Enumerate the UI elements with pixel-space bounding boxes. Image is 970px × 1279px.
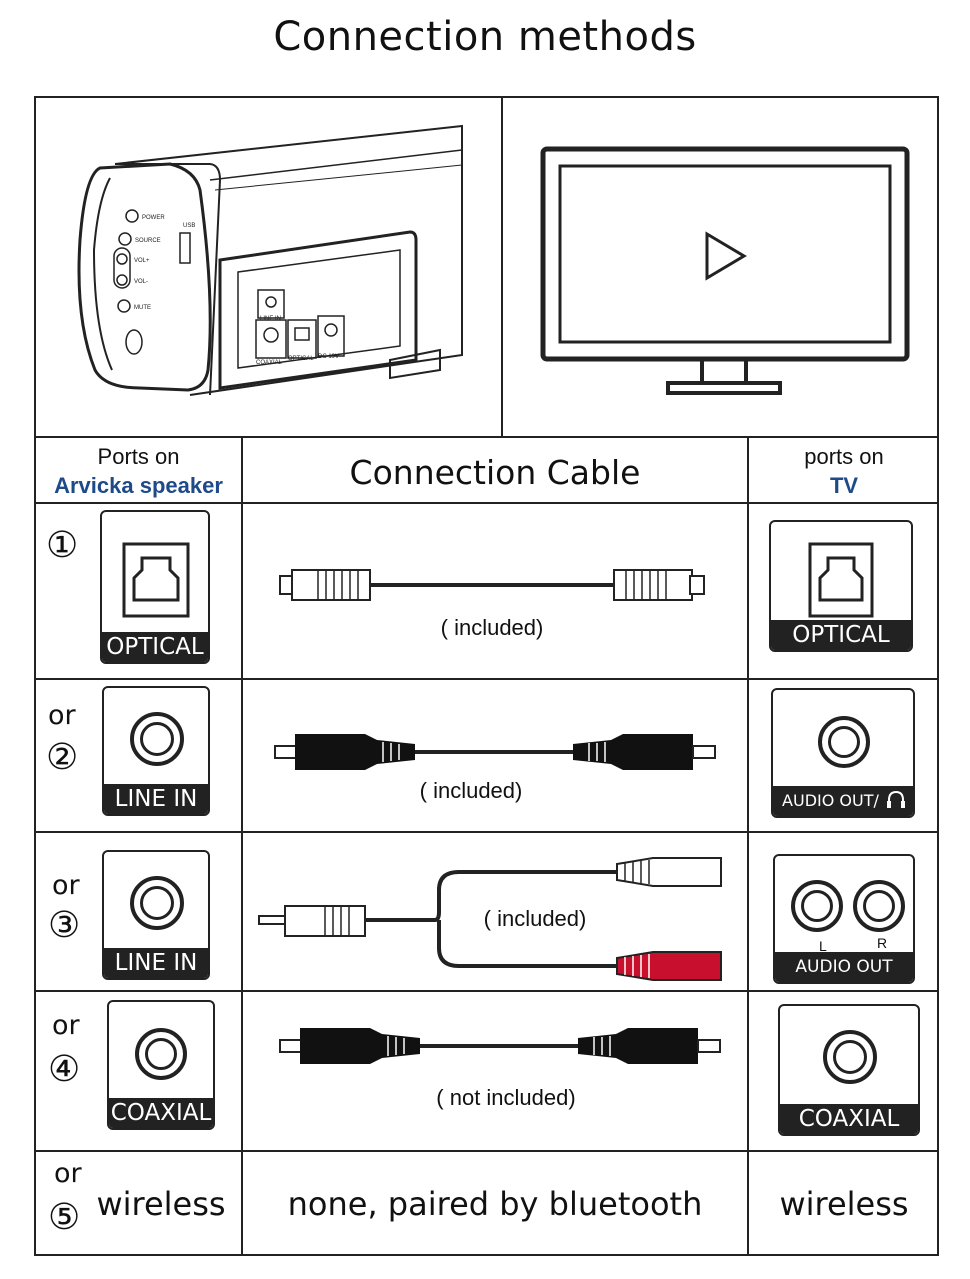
page-title: Connection methods (273, 14, 697, 60)
row-marker: ④ (48, 1049, 81, 1090)
tv-illustration (540, 146, 910, 395)
illustration-divider (501, 96, 503, 438)
or-label: or (52, 1010, 80, 1041)
col-divider-2 (747, 436, 749, 1256)
cable-note: ( included) (440, 615, 544, 640)
coaxial-cable (279, 1028, 721, 1064)
svg-text:LINE IN: LINE IN (260, 316, 281, 322)
row-marker: ① (46, 525, 79, 566)
svg-text:USB: USB (183, 223, 195, 229)
or-label: or (52, 870, 80, 901)
col-divider-1 (241, 436, 243, 1256)
port-label: LINE IN (104, 784, 208, 814)
aux-to-rca-cable (258, 857, 722, 981)
jack-icon (135, 1028, 187, 1080)
row-marker: ③ (48, 905, 81, 946)
svg-text:DC 19V: DC 19V (318, 354, 339, 360)
or-label: or (48, 700, 76, 731)
row-divider (34, 502, 939, 504)
cable-note: ( included) (419, 778, 523, 803)
port-label: COAXIAL (780, 1104, 918, 1134)
tv-coaxial-port: COAXIAL (778, 1004, 920, 1136)
jack-icon (130, 712, 184, 766)
row-marker: ② (46, 737, 79, 778)
speaker-coaxial-port: COAXIAL (107, 1000, 215, 1130)
optical-port-icon (122, 542, 190, 618)
left-channel-label: L (819, 938, 827, 954)
header-speaker-ports: Ports on Arvicka speaker (36, 442, 241, 500)
row-divider (34, 990, 939, 992)
port-label-text: AUDIO OUT/ (782, 791, 879, 810)
port-label: LINE IN (104, 948, 208, 978)
optical-cable (279, 569, 705, 601)
row-divider (34, 678, 939, 680)
header-tv-line1: ports on (804, 444, 884, 469)
port-label: OPTICAL (771, 620, 911, 650)
header-cable: Connection Cable (349, 453, 641, 492)
cable-bluetooth-note: none, paired by bluetooth (287, 1185, 703, 1223)
port-label: AUDIO OUT/ (773, 786, 913, 816)
jack-icon (823, 1030, 877, 1084)
port-label: COAXIAL (109, 1098, 213, 1128)
connection-table (34, 436, 939, 1256)
optical-port-icon (808, 542, 874, 618)
rca-cable (274, 734, 716, 770)
jack-icon-right (853, 880, 905, 932)
speaker-line-in-port: LINE IN (102, 850, 210, 980)
speaker-wireless-label: wireless (96, 1185, 226, 1223)
svg-text:VOL+: VOL+ (134, 258, 150, 264)
svg-text:POWER: POWER (142, 215, 165, 221)
tv-wireless-label: wireless (779, 1185, 909, 1223)
svg-text:SOURCE: SOURCE (135, 238, 161, 244)
header-tv-line2: TV (829, 473, 859, 498)
tv-optical-port: OPTICAL (769, 520, 913, 652)
cable-note: ( included) (483, 906, 587, 931)
jack-icon (818, 716, 870, 768)
tv-audio-out-port: AUDIO OUT/ (771, 688, 915, 818)
speaker-line-in-port: LINE IN (102, 686, 210, 816)
cable-note: ( not included) (436, 1085, 576, 1110)
header-speaker-line1: Ports on (97, 444, 180, 469)
row-divider (34, 1150, 939, 1152)
right-channel-label: R (877, 935, 888, 951)
jack-icon-left (791, 880, 843, 932)
or-label: or (54, 1158, 82, 1189)
row-marker: ⑤ (48, 1197, 81, 1238)
svg-text:VOL-: VOL- (134, 279, 148, 285)
port-label: AUDIO OUT (775, 952, 913, 982)
header-tv-ports: ports on TV (749, 442, 939, 500)
soundbar-illustration: POWER SOURCE VOL+ VOL- MUTE USB LINE IN COAX… (77, 124, 463, 396)
port-label: OPTICAL (102, 632, 208, 662)
svg-text:OPTICAL: OPTICAL (288, 356, 314, 362)
header-speaker-line2: Arvicka speaker (54, 473, 223, 498)
row-divider (34, 831, 939, 833)
svg-text:MUTE: MUTE (134, 305, 151, 311)
svg-text:COAXIAL: COAXIAL (256, 360, 283, 366)
tv-audio-out-lr-port: L R AUDIO OUT (773, 854, 915, 984)
speaker-optical-port: OPTICAL (100, 510, 210, 664)
jack-icon (130, 876, 184, 930)
headphone-icon (886, 790, 905, 808)
